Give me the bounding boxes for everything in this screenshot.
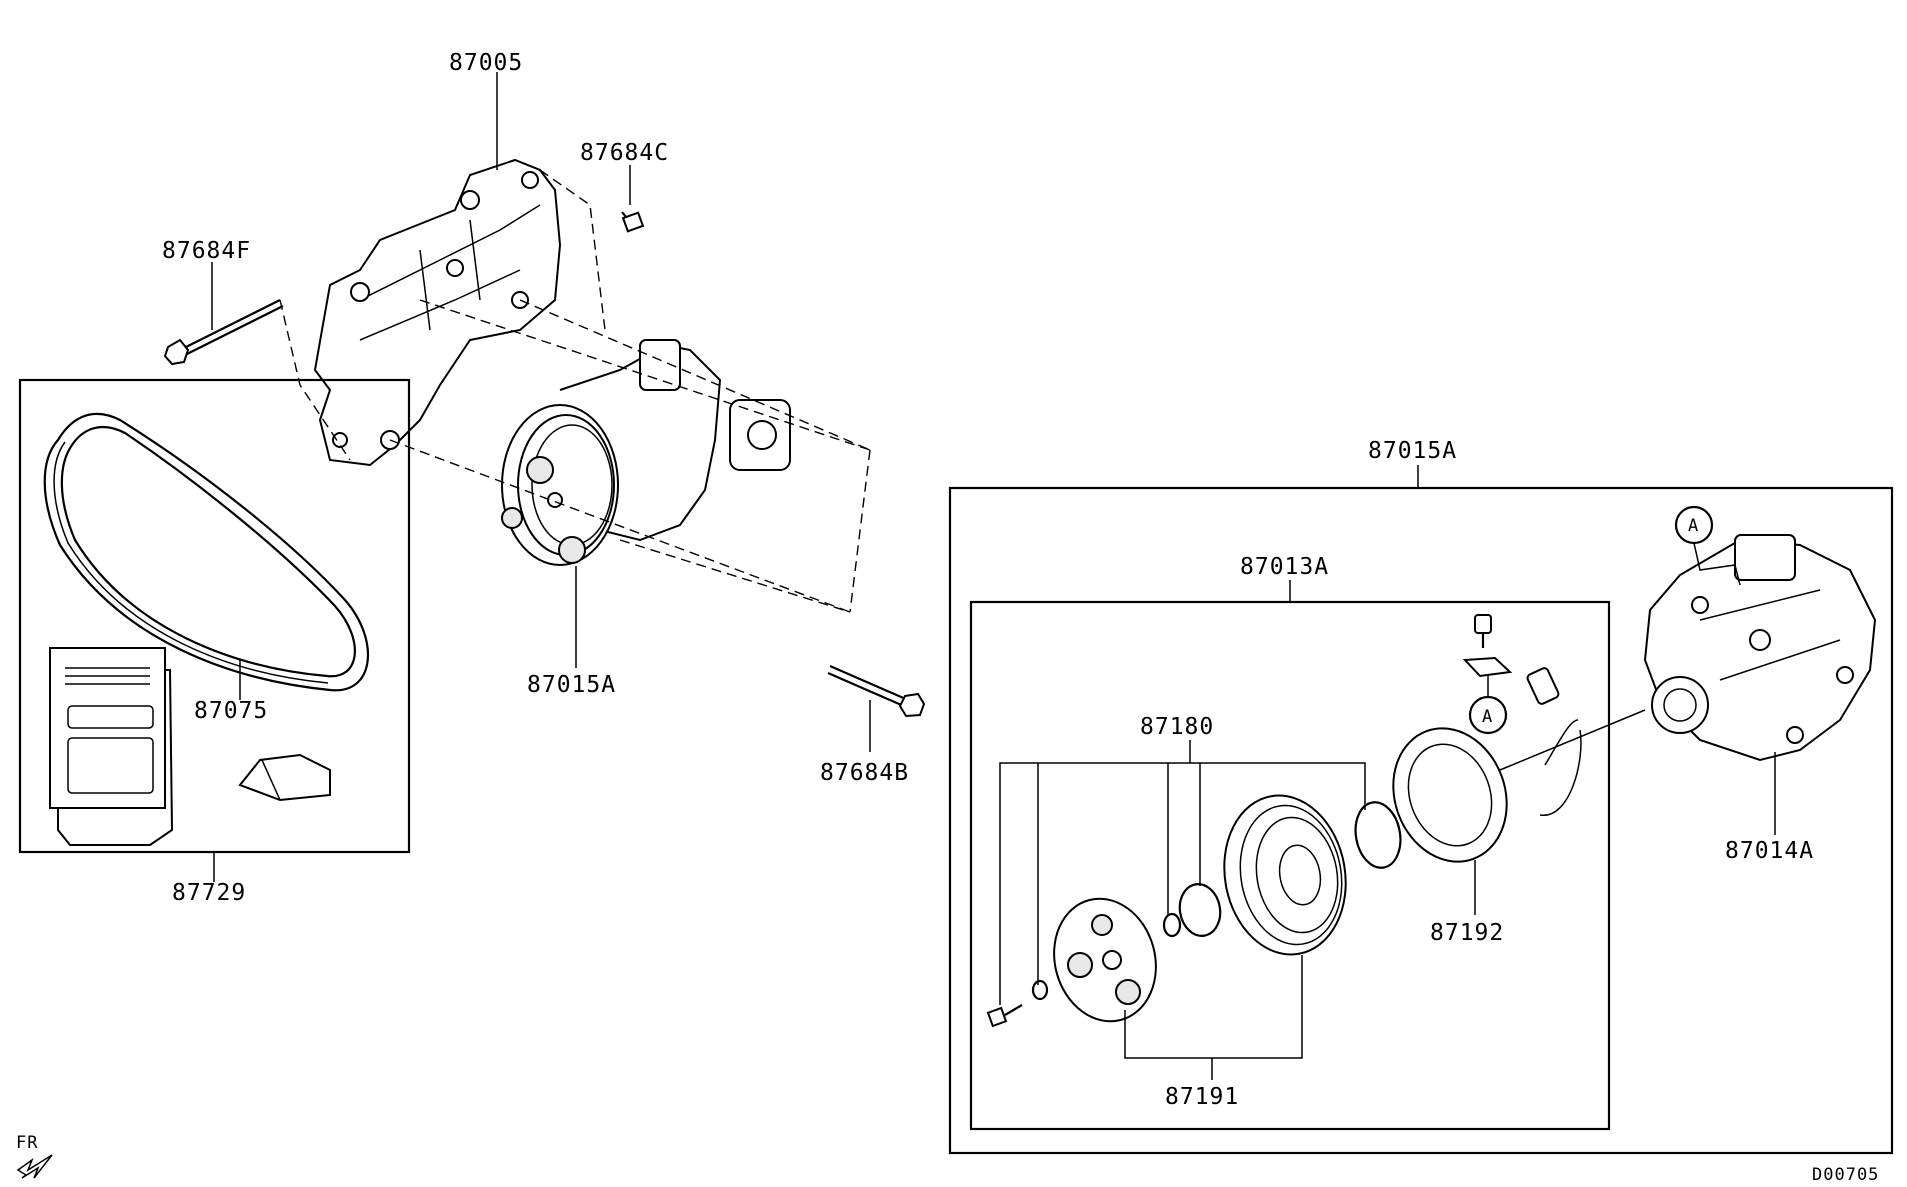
- label-87005: 87005: [449, 50, 523, 76]
- grease-packet[interactable]: [238, 753, 331, 802]
- ref-a-top: A: [1674, 505, 1741, 586]
- leader-lines: [211, 72, 1776, 1080]
- label-87014a: 87014A: [1725, 838, 1814, 864]
- assembly-box-87015a: [948, 486, 1894, 1155]
- snap-rings-87180[interactable]: [1031, 799, 1405, 1001]
- label-87684b: 87684B: [820, 760, 909, 786]
- label-sheet: [49, 647, 174, 846]
- label-87684f: 87684F: [162, 238, 251, 264]
- label-87729: 87729: [172, 880, 246, 906]
- ref-a-coil: A: [1468, 676, 1508, 735]
- label-87013a: 87013A: [1240, 554, 1329, 580]
- svg-text:A: A: [1482, 707, 1493, 727]
- label-87015a-left: 87015A: [527, 672, 616, 698]
- coil-terminal[interactable]: [1462, 614, 1513, 678]
- compressor-body-87014a[interactable]: [1643, 534, 1877, 762]
- clutch-bolt[interactable]: [986, 1004, 1023, 1028]
- svg-text:FR: FR: [16, 1133, 38, 1153]
- label-87015a-right: 87015A: [1368, 438, 1457, 464]
- projection-lines: [279, 169, 871, 613]
- bolt-87684f[interactable]: [163, 299, 284, 366]
- field-coil-87192[interactable]: [1375, 667, 1582, 878]
- belt-87075[interactable]: [43, 412, 369, 692]
- bracket-87005[interactable]: [313, 158, 562, 467]
- direction-arrow-icon: FR: [16, 1133, 53, 1179]
- diagram-code: D00705: [1812, 1165, 1879, 1185]
- bolt-87684c[interactable]: [621, 211, 645, 233]
- label-87684c: 87684C: [580, 140, 669, 166]
- connector-leader: [1499, 709, 1646, 771]
- label-87180: 87180: [1140, 714, 1214, 740]
- armature-plate[interactable]: [1041, 887, 1170, 1033]
- label-87075: 87075: [194, 698, 268, 724]
- svg-text:A: A: [1688, 516, 1699, 536]
- pulley[interactable]: [1212, 786, 1358, 964]
- compressor-87015a[interactable]: [501, 339, 791, 566]
- label-87191: 87191: [1165, 1084, 1239, 1110]
- bolt-87684b[interactable]: [827, 664, 926, 718]
- label-87192: 87192: [1430, 920, 1504, 946]
